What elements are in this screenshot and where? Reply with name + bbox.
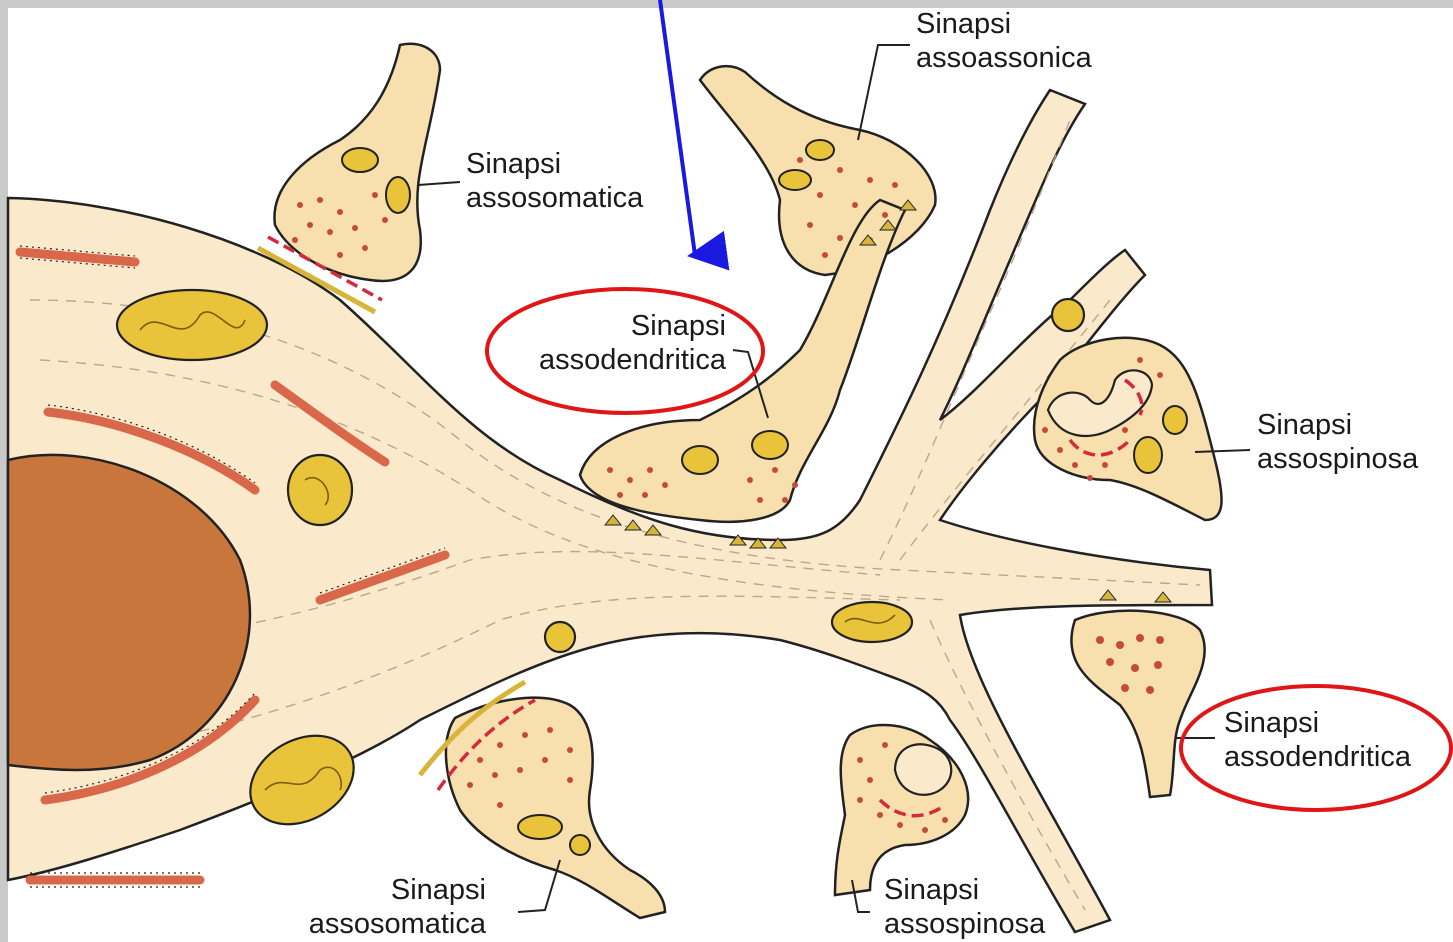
pointer-arrow (660, 0, 695, 255)
label-sinapsi-assoassonica: Sinapsi assoassonica (916, 7, 1092, 75)
label-sinapsi-assosomatica-top: Sinapsi assosomatica (466, 147, 643, 215)
label-sinapsi-assosomatica-bottom: Sinapsi assosomatica (278, 873, 486, 941)
label-sinapsi-assospinosa-bottom: Sinapsi assospinosa (884, 873, 1045, 941)
label-sinapsi-assodendritica-right: Sinapsi assodendritica (1224, 706, 1411, 774)
label-sinapsi-assodendritica-left: Sinapsi assodendritica (507, 309, 726, 377)
label-sinapsi-assospinosa-right: Sinapsi assospinosa (1257, 408, 1418, 476)
frame-top (0, 0, 1453, 8)
